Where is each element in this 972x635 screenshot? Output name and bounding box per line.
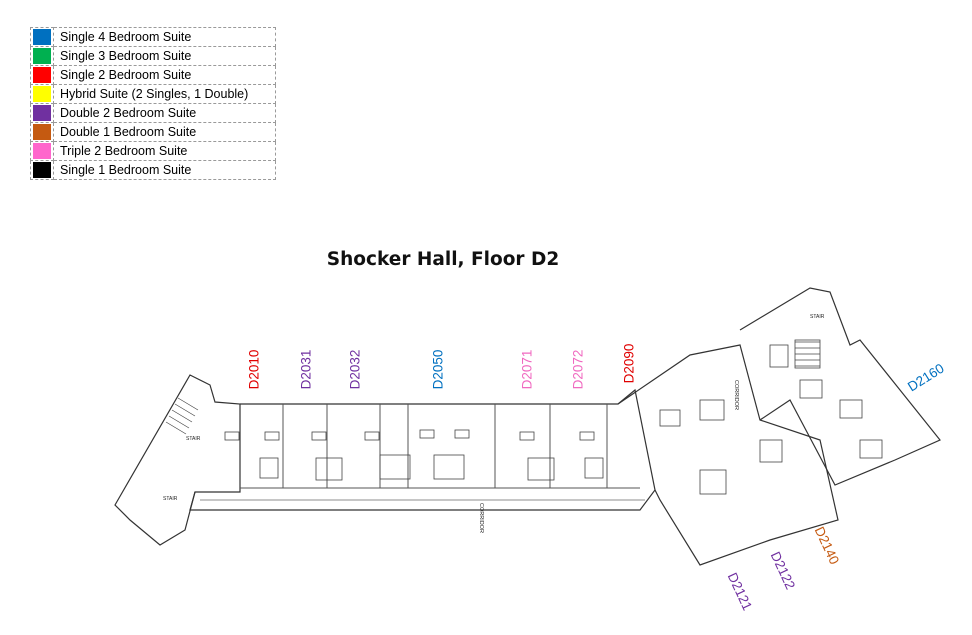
legend-row: Single 1 Bedroom Suite [30,160,276,180]
room-label-d2031: D2031 [298,349,314,390]
fixtures [224,339,883,495]
stair-label-west: STAIR [186,436,201,442]
main-corridor-wing [189,388,656,511]
room-label-d2032: D2032 [347,349,363,390]
legend-swatch [33,86,51,102]
east-angled-wing [617,344,839,566]
corridor-label: CORRIDOR [478,503,484,533]
legend-swatch [33,105,51,121]
legend-row: Triple 2 Bedroom Suite [30,141,276,161]
legend-row: Single 3 Bedroom Suite [30,46,276,66]
legend-swatch [33,143,51,159]
plan-title: Shocker Hall, Floor D2 [326,249,560,270]
northeast-block [739,287,941,486]
legend: Single 4 Bedroom Suite Single 3 Bedroom … [30,27,276,180]
room-label-d2072: D2072 [570,349,586,390]
west-stair-treads [165,397,199,435]
legend-row: Single 2 Bedroom Suite [30,65,276,85]
room-label-d2090: D2090 [621,343,637,384]
room-label-d2010: D2010 [246,349,262,390]
room-label-d2071: D2071 [519,349,535,390]
legend-label: Single 1 Bedroom Suite [53,160,276,180]
legend-label: Triple 2 Bedroom Suite [53,141,276,161]
legend-swatch [33,124,51,140]
stair-label-small: STAIR [163,496,178,502]
stair-label-east: STAIR [810,314,825,320]
room-dividers [240,404,640,489]
east-stair-treads [795,341,820,367]
legend-swatch [33,162,51,178]
west-stair-wing [114,374,241,546]
legend-swatch [33,48,51,64]
legend-label: Double 2 Bedroom Suite [53,103,276,123]
corridor-label-east: CORRIDOR [733,380,739,410]
legend-swatch [33,67,51,83]
legend-row: Double 2 Bedroom Suite [30,103,276,123]
room-label-d2050: D2050 [430,349,446,390]
legend-swatch [33,29,51,45]
